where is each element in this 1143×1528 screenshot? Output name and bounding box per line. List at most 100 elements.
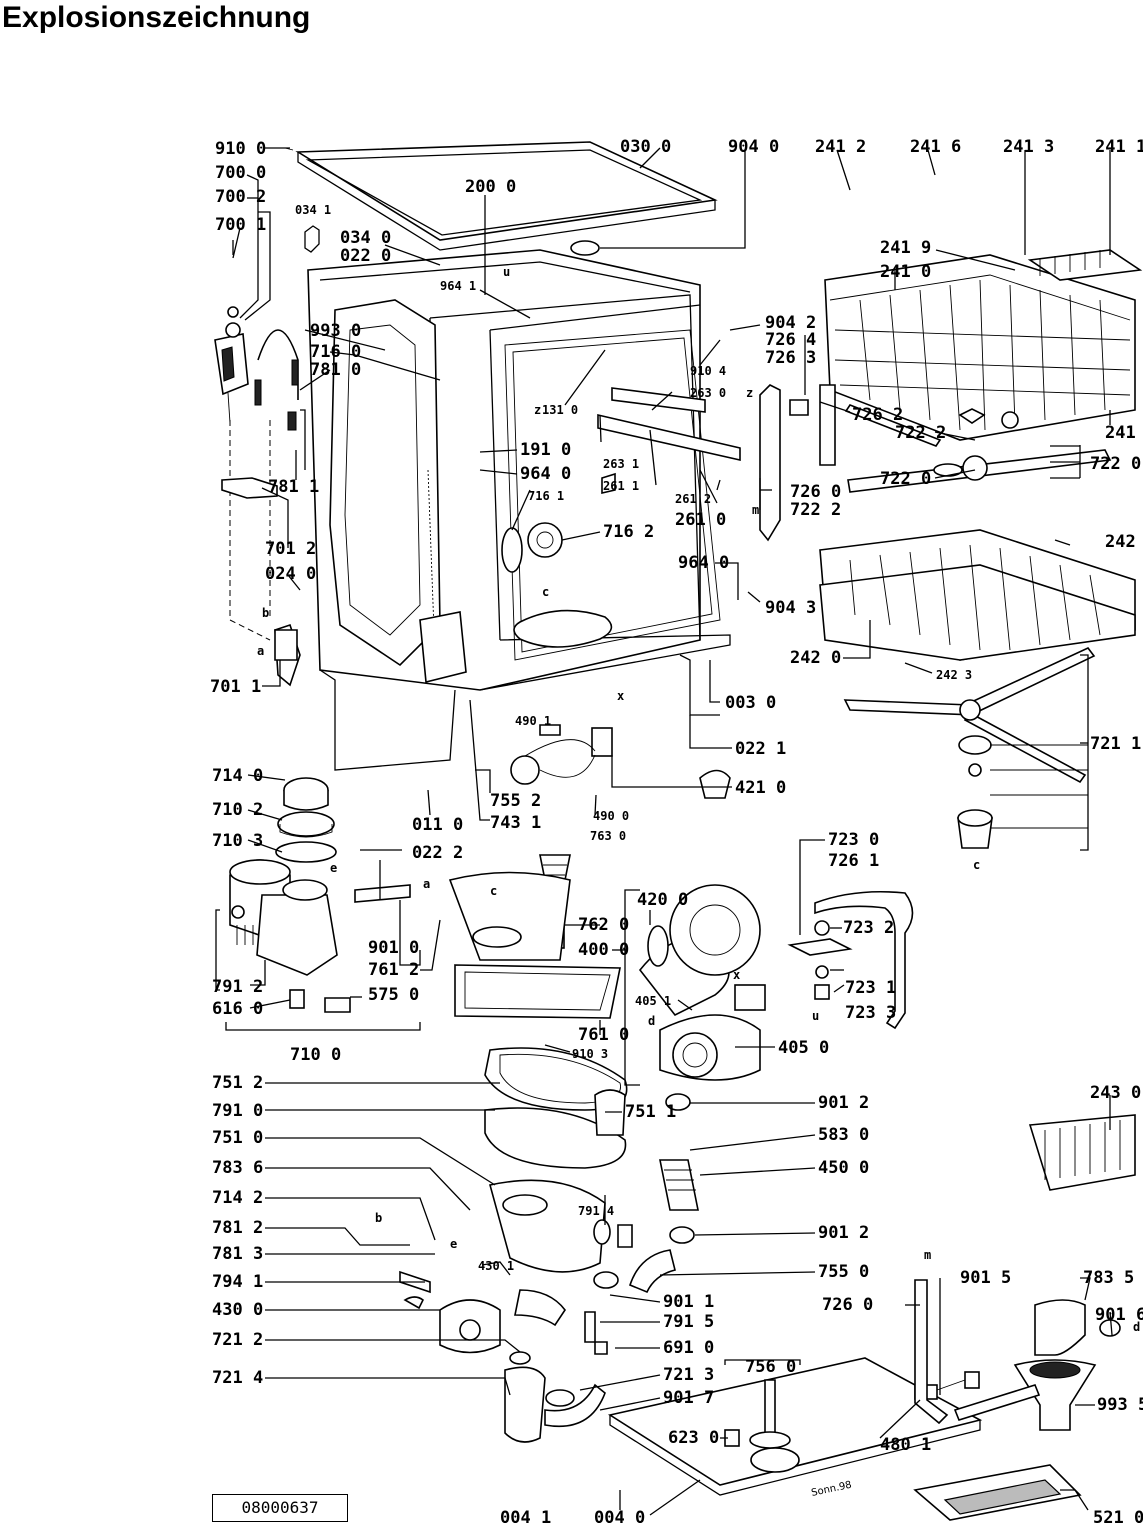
part-label-022-0: 022 0 xyxy=(340,246,391,266)
part-label-701-2: 701 2 xyxy=(265,539,316,559)
part-label-993-0: 993 0 xyxy=(310,321,361,341)
marker-letter-b: b xyxy=(262,606,269,620)
part-label-721-1: 721 1 xyxy=(1090,734,1141,754)
part-label-964-1: 964 1 xyxy=(440,279,476,293)
part-label-450-0: 450 0 xyxy=(818,1158,869,1178)
part-label-901-1: 901 1 xyxy=(663,1292,714,1312)
part-label-904-2: 904 2 xyxy=(765,313,816,333)
part-label-964-0b: 964 0 xyxy=(678,553,729,573)
part-label-261-2: 261 2 xyxy=(675,492,711,506)
part-label-791-4: 791 4 xyxy=(578,1204,614,1218)
part-label-781-0: 781 0 xyxy=(310,360,361,380)
part-label-700-2: 700 2 xyxy=(215,187,266,207)
part-label-242-0: 242 0 xyxy=(790,648,841,668)
marker-letter-b: b xyxy=(375,1211,382,1225)
part-label-011-0: 011 0 xyxy=(412,815,463,835)
part-label-722-2a: 722 2 xyxy=(895,423,946,443)
part-label-243-0: 243 0 xyxy=(1090,1083,1141,1103)
part-label-716-1: 716 1 xyxy=(528,489,564,503)
part-label-993-5: 993 5 xyxy=(1097,1395,1143,1415)
part-label-241-3: 241 3 xyxy=(1003,137,1054,157)
signature: Sonn.98 xyxy=(810,1480,852,1499)
part-label-726-0a: 726 0 xyxy=(790,482,841,502)
part-label-722-0b: 722 0 xyxy=(880,469,931,489)
part-drawings xyxy=(214,141,1143,1521)
part-label-030-0: 030 0 xyxy=(620,137,671,157)
part-label-714-2: 714 2 xyxy=(212,1188,263,1208)
part-label-794-1: 794 1 xyxy=(212,1272,263,1292)
part-label-003-0: 003 0 xyxy=(725,693,776,713)
part-label-751-2: 751 2 xyxy=(212,1073,263,1093)
part-label-791-2: 791 2 xyxy=(212,977,263,997)
part-label-726-3: 726 3 xyxy=(765,348,816,368)
part-label-022-2: 022 2 xyxy=(412,843,463,863)
part-label-723-1: 723 1 xyxy=(845,978,896,998)
part-label-420-0: 420 0 xyxy=(637,890,688,910)
part-label-131-0: 131 0 xyxy=(542,403,578,417)
marker-letter-z: z xyxy=(746,386,753,400)
part-label-241-0: 241 0 xyxy=(880,262,931,282)
part-label-722-2b: 722 2 xyxy=(790,500,841,520)
part-label-004-0: 004 0 xyxy=(594,1508,645,1528)
marker-letter-x: x xyxy=(733,968,740,982)
part-label-700-1: 700 1 xyxy=(215,215,266,235)
part-label-781-1: 781 1 xyxy=(268,477,319,497)
part-label-004-1: 004 1 xyxy=(500,1508,551,1528)
part-label-722-0a: 722 0 xyxy=(1090,454,1141,474)
part-label-763-0: 763 0 xyxy=(590,829,626,843)
part-label-761-2: 761 2 xyxy=(368,960,419,980)
part-label-781-2: 781 2 xyxy=(212,1218,263,1238)
part-label-241-6: 241 6 xyxy=(910,137,961,157)
part-label-723-2: 723 2 xyxy=(843,918,894,938)
part-label-521-0: 521 0 xyxy=(1093,1508,1143,1528)
document-number-box: 08000637 xyxy=(212,1494,348,1522)
part-label-034-1: 034 1 xyxy=(295,203,331,217)
part-label-910-4: 910 4 xyxy=(690,364,726,378)
marker-letter-u: u xyxy=(503,265,510,279)
part-label-623-0: 623 0 xyxy=(668,1428,719,1448)
part-label-721-4: 721 4 xyxy=(212,1368,263,1388)
part-label-751-1: 751 1 xyxy=(625,1102,676,1122)
marker-letter-e: e xyxy=(450,1237,457,1251)
part-label-490-1: 490 1 xyxy=(515,714,551,728)
part-label-901-7: 901 7 xyxy=(663,1388,714,1408)
marker-letter-d: d xyxy=(648,1014,655,1028)
part-label-901-5: 901 5 xyxy=(960,1268,1011,1288)
part-label-710-2: 710 2 xyxy=(212,800,263,820)
marker-letter-u: u xyxy=(812,1009,819,1023)
part-label-261-1: 261 1 xyxy=(603,479,639,493)
part-label-721-3: 721 3 xyxy=(663,1365,714,1385)
marker-letter-a: a xyxy=(423,877,430,891)
part-label-241-8: 241 8 xyxy=(1105,423,1143,443)
part-label-901-6: 901 6 xyxy=(1095,1305,1143,1325)
page-title: Explosionszeichnung xyxy=(2,1,311,34)
part-label-710-0: 710 0 xyxy=(290,1045,341,1065)
part-label-723-3: 723 3 xyxy=(845,1003,896,1023)
part-label-761-0: 761 0 xyxy=(578,1025,629,1045)
part-label-910-3: 910 3 xyxy=(572,1047,608,1061)
part-label-700-0: 700 0 xyxy=(215,163,266,183)
marker-letter-a: a xyxy=(257,644,264,658)
part-label-716-2: 716 2 xyxy=(603,522,654,542)
marker-letter-e: e xyxy=(330,861,337,875)
marker-letter-m: m xyxy=(924,1248,931,1262)
part-label-726-1: 726 1 xyxy=(828,851,879,871)
part-label-791-0: 791 0 xyxy=(212,1101,263,1121)
part-label-721-2: 721 2 xyxy=(212,1330,263,1350)
marker-letter-d: d xyxy=(1133,1320,1140,1334)
part-label-242-3: 242 3 xyxy=(936,668,972,682)
part-label-910-0: 910 0 xyxy=(215,139,266,159)
part-label-241-1: 241 1 xyxy=(1095,137,1143,157)
part-label-743-1: 743 1 xyxy=(490,813,541,833)
part-label-034-0: 034 0 xyxy=(340,228,391,248)
part-label-751-0: 751 0 xyxy=(212,1128,263,1148)
part-label-191-0: 191 0 xyxy=(520,440,571,460)
part-label-726-0b: 726 0 xyxy=(822,1295,873,1315)
part-label-242-1: 242 1 xyxy=(1105,532,1143,552)
part-label-723-0: 723 0 xyxy=(828,830,879,850)
part-label-583-0: 583 0 xyxy=(818,1125,869,1145)
part-label-400-0: 400 0 xyxy=(578,940,629,960)
